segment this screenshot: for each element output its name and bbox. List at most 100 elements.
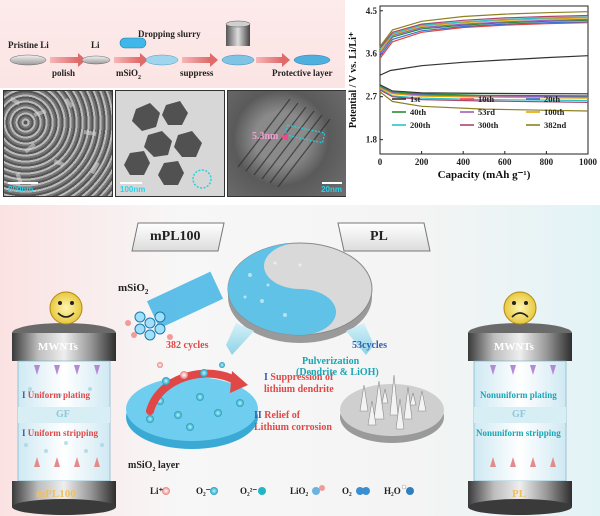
mechanism-2-label: II Relief of Lithium corrosion — [254, 410, 332, 433]
legend-o2-2minus: O₂²⁻ — [240, 486, 258, 496]
msio2-label: mSiO2 — [118, 282, 149, 297]
label-pristine-li: Pristine Li — [8, 40, 49, 50]
legend-label-1st: 1st — [410, 94, 421, 104]
left-cell-gf-band — [18, 407, 110, 423]
x-tick-label: 400 — [456, 157, 470, 167]
left-cell-top-label: MWNTs — [38, 341, 78, 353]
right-cell-top-cap — [468, 333, 572, 361]
msio2-rod — [119, 37, 147, 49]
scale-bar-1 — [8, 182, 38, 184]
scale-bar-3 — [322, 182, 342, 184]
right-cell — [468, 323, 572, 515]
series-100th-discharge — [379, 87, 589, 99]
tem-particles — [124, 101, 212, 189]
hrtem-micrograph: 5.3nm 20nm — [227, 90, 347, 197]
press-block — [226, 24, 250, 46]
right-cell-down-arrows — [490, 365, 556, 375]
legend-h2o: H₂O — [384, 486, 401, 496]
legend-label-20th: 20th — [544, 94, 560, 104]
legend-label-382nd: 382nd — [544, 120, 566, 130]
scale-label-1: 800nm — [8, 185, 34, 194]
coating-speckles — [243, 261, 302, 317]
process-schematic — [9, 20, 331, 67]
right-cell-gf-band — [474, 407, 566, 423]
tab-mpl100: mPL100 — [150, 229, 201, 244]
right-cell-up-arrows — [490, 457, 556, 467]
x-tick-label: 1000 — [579, 157, 598, 167]
x-axis-label: Capacity (mAh g⁻¹) — [438, 169, 531, 181]
pl-dendrites — [359, 374, 427, 430]
tem-micrograph: 100nm — [115, 90, 225, 197]
series-1st-charge — [379, 55, 589, 76]
tab-pl: PL — [370, 229, 388, 244]
li-disk — [81, 55, 111, 65]
process-panel — [0, 0, 345, 88]
series-40th-charge — [379, 19, 589, 55]
tab-mpl100-shape — [131, 222, 225, 252]
legend-label-40th: 40th — [410, 107, 426, 117]
legend-label-53rd: 53rd — [478, 107, 495, 117]
tab-pl-shape — [337, 222, 431, 252]
label-msio2: mSiO2 — [116, 68, 142, 81]
msio2-layer-label: mSiO2 layer — [128, 460, 180, 473]
label-li: Li — [91, 40, 100, 50]
label-suppress: suppress — [180, 68, 214, 78]
legend-li-plus: Li⁺ — [150, 486, 164, 496]
legend-lio2: LiO₂ — [290, 486, 309, 496]
x-tick-label: 600 — [498, 157, 512, 167]
pulverization-label-2: (Dendrite & LiOH) — [296, 367, 379, 378]
left-cell-up-arrows — [34, 457, 100, 467]
sad-face-icon — [503, 291, 537, 325]
right-cell-plating: Nonuniform plating — [480, 390, 557, 400]
y-tick-label: 1.8 — [366, 135, 378, 145]
y-tick-label: 2.7 — [366, 92, 378, 102]
pressed-disk — [221, 54, 255, 66]
sem-texture — [9, 96, 100, 184]
left-cell-bubbles — [24, 387, 104, 453]
scale-label-2: 100nm — [120, 185, 146, 194]
mpl-disk-particles — [146, 393, 244, 431]
x-tick-label: 800 — [540, 157, 554, 167]
right-cell-stripping: Nonuniform stripping — [476, 428, 561, 438]
slurry-disk — [145, 54, 179, 66]
sem-micrograph: 800nm — [3, 90, 113, 197]
right-cell-top-label: MWNTs — [494, 341, 534, 353]
left-cell-stripping: I Uniform stripping — [22, 428, 99, 438]
protect-arrow — [256, 57, 282, 63]
legend-o2: O₂ — [342, 486, 352, 496]
plot-frame — [379, 5, 589, 155]
series-10th-charge — [379, 22, 589, 59]
protected-disk — [293, 54, 331, 66]
mechanism-graphics — [12, 222, 572, 515]
series-300th-charge — [379, 14, 589, 49]
hrtem-fringes — [237, 98, 331, 188]
scale-bar-2 — [120, 182, 142, 184]
legend-label-200th: 200th — [410, 120, 431, 130]
pulverization-label-1: Pulverization — [302, 356, 360, 367]
x-tick-label: 0 — [378, 157, 383, 167]
series-200th-discharge — [379, 88, 589, 102]
series-53rd-discharge — [379, 86, 589, 98]
legend-label-10th: 10th — [478, 94, 494, 104]
scale-label-3: 20nm — [321, 185, 342, 194]
left-cell-plating: I Uniform plating — [22, 390, 91, 400]
series-300th-discharge — [379, 89, 589, 103]
cycles-left-label: 382 cycles — [166, 340, 209, 351]
legend-label-300th: 300th — [478, 120, 499, 130]
series-1st-discharge — [379, 84, 589, 95]
series-40th-discharge — [379, 85, 589, 97]
left-cell-top-cap — [12, 333, 116, 361]
suppress-arrow — [182, 57, 210, 63]
left-cell-down-arrows — [34, 365, 100, 375]
right-cell-bottom-label: PL — [512, 488, 527, 500]
right-cell-gf: GF — [512, 409, 526, 420]
left-cell — [12, 323, 116, 515]
y-tick-label: 3.6 — [366, 49, 378, 59]
series-382nd-discharge — [379, 91, 589, 112]
arrow-to-mpl — [226, 323, 254, 355]
cycles-right-label: 53cycles — [352, 340, 387, 351]
arrow-to-pl — [346, 323, 374, 355]
disk-coated-half — [228, 243, 336, 335]
label-protective: Protective layer — [272, 68, 333, 78]
